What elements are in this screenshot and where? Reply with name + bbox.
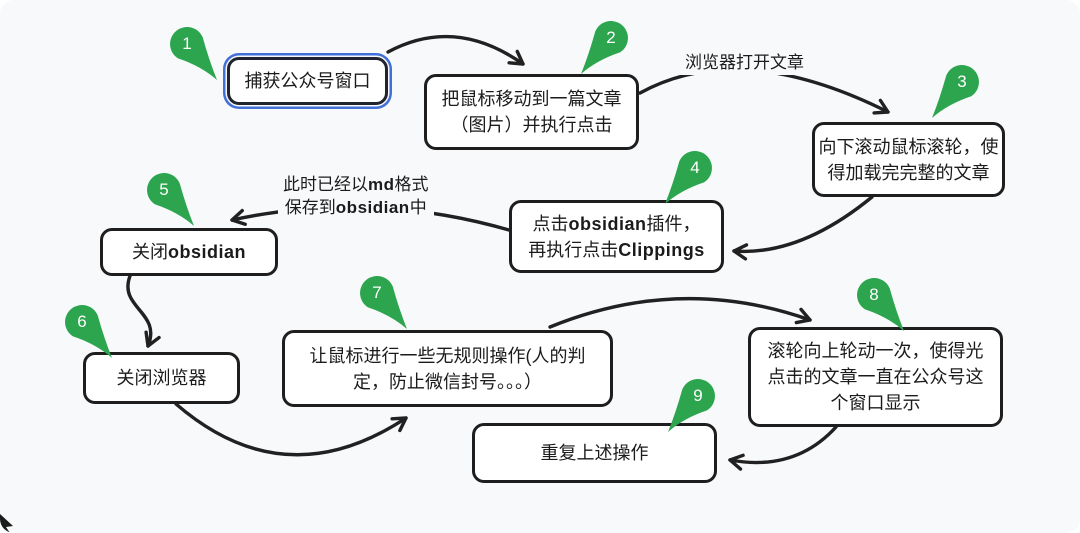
marker-balloon-icon — [668, 379, 715, 432]
step-number: 5 — [159, 180, 169, 199]
step-number: 8 — [869, 285, 879, 304]
step-number: 2 — [606, 28, 616, 47]
step-marker-4[interactable]: 4 — [653, 146, 717, 210]
arrow-2-to-3[interactable] — [638, 67, 890, 115]
marker-balloon-icon — [665, 151, 712, 204]
step-number: 1 — [182, 34, 192, 53]
step-marker-7[interactable]: 7 — [355, 271, 419, 335]
step-number: 6 — [77, 312, 87, 331]
step-marker-5[interactable]: 5 — [142, 168, 206, 232]
step-marker-6[interactable]: 6 — [60, 300, 124, 364]
node-repeat-steps[interactable]: 重复上述操作 — [472, 423, 717, 483]
step-marker-2[interactable]: 2 — [569, 16, 633, 80]
step-marker-9[interactable]: 9 — [656, 374, 720, 438]
step-marker-1[interactable]: 1 — [165, 22, 229, 86]
marker-balloon-icon — [360, 276, 407, 329]
node-move-mouse-click[interactable]: 把鼠标移动到一篇文章 （图片）并执行点击 — [424, 74, 639, 150]
node-click-obsidian-clippings[interactable]: 点击obsidian插件， 再执行点击Clippings — [509, 200, 724, 273]
marker-balloon-icon — [147, 173, 194, 226]
edge-label-browser-open[interactable]: 浏览器打开文章 — [680, 50, 809, 75]
step-number: 7 — [372, 283, 382, 302]
node-scroll-down-load[interactable]: 向下滚动鼠标滚轮，使 得加载完完整的文章 — [812, 122, 1005, 197]
arrow-8-to-9[interactable] — [728, 425, 838, 471]
step-number: 4 — [690, 158, 700, 177]
marker-balloon-icon — [857, 278, 904, 331]
step-number: 9 — [693, 386, 703, 405]
step-marker-3[interactable]: 3 — [920, 60, 984, 124]
edge-label-md-saved[interactable]: 此时已经以md格式 保存到obsidian中 — [278, 172, 434, 220]
node-close-browser[interactable]: 关闭浏览器 — [83, 352, 240, 404]
mouse-cursor-icon — [0, 514, 13, 533]
node-capture-window[interactable]: 捕获公众号窗口 — [227, 57, 388, 105]
node-close-obsidian[interactable]: 关闭obsidian — [100, 228, 278, 276]
arrow-5-to-6[interactable] — [126, 274, 161, 348]
node-random-mouse-ops[interactable]: 让鼠标进行一些无规则操作(人的判 定，防止微信封号。。。） — [282, 330, 613, 407]
step-marker-8[interactable]: 8 — [852, 273, 916, 337]
arrow-7-to-8[interactable] — [548, 296, 812, 329]
marker-balloon-icon — [581, 21, 628, 74]
arrow-6-to-7[interactable] — [174, 402, 408, 457]
arrow-3-to-4[interactable] — [732, 195, 874, 261]
arrow-1-to-2[interactable] — [386, 34, 525, 66]
marker-balloon-icon — [65, 305, 112, 358]
node-scroll-up-once[interactable]: 滚轮向上轮动一次，使得光 点击的文章一直在公众号这 个窗口显示 — [748, 327, 1003, 427]
marker-balloon-icon — [170, 27, 217, 80]
step-number: 3 — [957, 72, 967, 91]
marker-balloon-icon — [932, 65, 979, 118]
